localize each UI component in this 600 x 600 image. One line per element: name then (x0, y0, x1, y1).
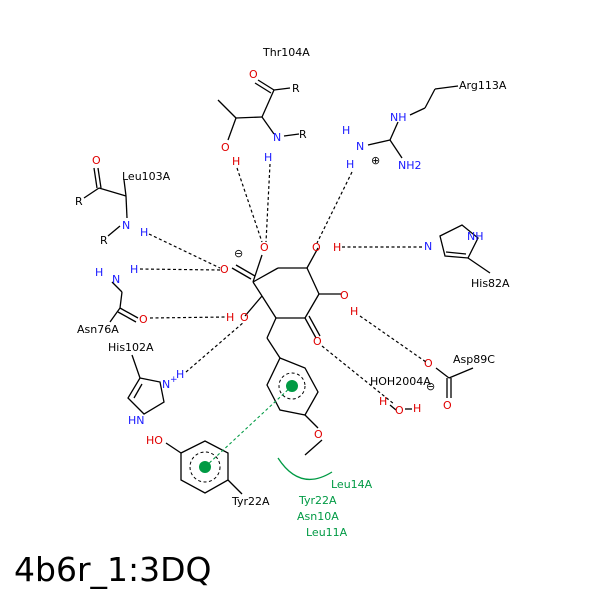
residue-label-leu103: Leu103A (122, 170, 171, 183)
thr104-hydroxyl-oxygen: O (221, 141, 230, 154)
hbond-thr104-nh (265, 163, 271, 243)
asp89-oxygen-lower: O (443, 399, 452, 412)
hbond-water (321, 345, 395, 405)
hbond-asn76-nh (139, 268, 221, 271)
carboxylate-charge: ⊖ (234, 247, 243, 260)
arg113-nh-hydrogen: H (342, 124, 350, 137)
hydrogen-bonds (139, 163, 427, 405)
his102-charge: + (170, 375, 178, 385)
hydrophobic-contact-arc (277, 457, 333, 480)
leu103-r-group-bottom: R (100, 234, 108, 247)
water-oxygen: O (395, 404, 404, 417)
thr104-amide-hydrogen: H (264, 151, 272, 164)
hydroxyl-hydrogen-right: H (350, 305, 358, 318)
hbond-asp89 (359, 315, 427, 363)
residue-label-thr104: Thr104A (262, 46, 310, 59)
residue-arg113 (367, 85, 459, 159)
residue-label-asn76: Asn76A (77, 323, 119, 336)
arg113-charge: ⊕ (371, 154, 380, 167)
his102-hn: HN (128, 414, 145, 427)
hydroxyl-hydrogen-left: H (226, 311, 234, 324)
residue-his102 (127, 354, 165, 415)
structure-id-caption: 4b6r_1:3DQ (14, 550, 212, 589)
arg113-nh-hydrogen-2: H (346, 158, 354, 171)
hydrophobic-residue-1: Leu14A (331, 478, 373, 491)
residue-label-his102: His102A (108, 341, 154, 354)
leu103-r-group-left: R (75, 195, 83, 208)
residue-label-his82: His82A (471, 277, 510, 290)
asn76-amide-nitrogen: N (112, 273, 120, 286)
hbond-his102 (185, 321, 245, 373)
hydrophobic-residue-3: Asn10A (297, 510, 339, 523)
arg113-ne: NH (390, 111, 407, 124)
asn76-amide-hydrogen-2: H (130, 263, 138, 276)
residue-leu103 (83, 167, 128, 237)
asn76-amide-hydrogen: H (95, 266, 103, 279)
arg113-nh2: NH2 (398, 159, 422, 172)
residue-label-tyr22: Tyr22A (231, 495, 270, 508)
hydrophobic-residue-2: Tyr22A (298, 494, 337, 507)
his102-nitrogen: N (162, 378, 170, 391)
his82-nh: NH (467, 230, 484, 243)
hydroxyl-oxygen-left: O (240, 311, 249, 324)
asn76-carbonyl-oxygen: O (139, 313, 148, 326)
residue-thr104 (217, 79, 300, 141)
residue-asp89 (435, 367, 474, 398)
leu103-amide-hydrogen: H (140, 226, 148, 239)
residue-tyr22 (165, 440, 243, 495)
pi-centroid-ligand (286, 380, 298, 392)
residue-label-arg113: Arg113A (459, 79, 507, 92)
water-hydrogen-2: H (413, 402, 421, 415)
residue-label-asp89: Asp89C (453, 353, 495, 366)
arg113-nh-nitrogen: N (356, 140, 364, 153)
residue-his82 (439, 224, 491, 274)
residue-water (389, 404, 412, 411)
carboxylate-oxygen-lower: O (220, 263, 229, 276)
thr104-amide-nitrogen: N (273, 131, 281, 144)
thr104-r-group-bottom: R (299, 128, 307, 141)
hbond-leu103-nh (148, 233, 221, 269)
methoxy-oxygen: O (314, 428, 323, 441)
ligand-core (231, 247, 341, 456)
pi-stacking (199, 380, 298, 473)
asp89-charge: ⊖ (426, 380, 435, 393)
residue-label-hoh2004: HOH2004A (370, 375, 431, 388)
hydroxyl-oxygen-right: O (340, 289, 349, 302)
hydroxyl-hydrogen-top: H (333, 241, 341, 254)
carboxylate-oxygen-upper: O (260, 241, 269, 254)
pi-centroid-tyr22 (199, 461, 211, 473)
hydrophobic-residue-4: Leu11A (306, 526, 348, 539)
tyr22-hydroxyl: HO (146, 434, 163, 447)
asp89-oxygen-upper: O (424, 357, 433, 370)
water-hydrogen-1: H (379, 395, 387, 408)
his102-hydrogen: H (176, 368, 184, 381)
his82-nitrogen: N (424, 240, 432, 253)
hbond-arg113 (316, 171, 353, 244)
residue-asn76 (109, 281, 139, 323)
hydroxyl-oxygen-top: O (312, 241, 321, 254)
hbond-asn76-o (149, 316, 227, 319)
hbond-thr104-oh (236, 167, 263, 243)
thr104-hydroxyl-hydrogen: H (232, 155, 240, 168)
leu103-carbonyl-oxygen: O (92, 154, 101, 167)
leu103-amide-nitrogen: N (122, 219, 130, 232)
ketone-oxygen: O (313, 335, 322, 348)
thr104-carbonyl-oxygen: O (249, 68, 258, 81)
thr104-r-group-top: R (292, 82, 300, 95)
